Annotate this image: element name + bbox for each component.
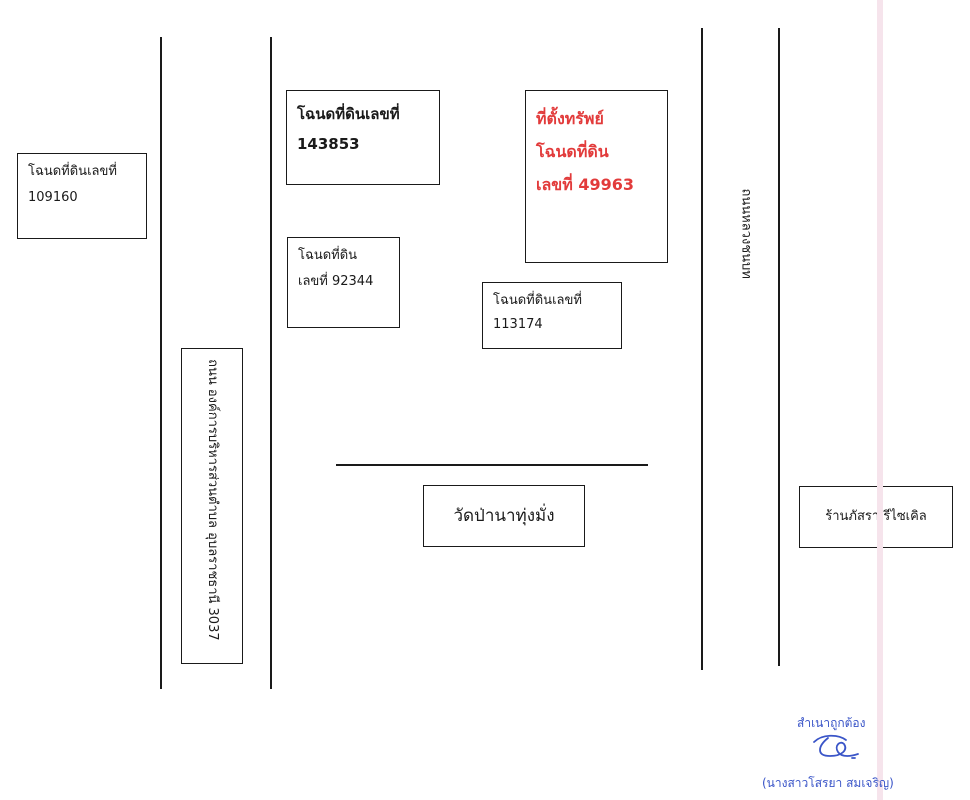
page-edge-mark [877,0,883,800]
plot-109160-number: 109160 [28,190,78,206]
right-road-edge-west [701,28,703,670]
certification-label: สำเนาถูกต้อง [797,716,866,730]
left-road-edge-east [270,37,272,689]
plot-143853-box: โฉนดที่ดินเลขที่ 143853 [286,90,440,185]
plot-113174-box: โฉนดที่ดินเลขที่ 113174 [482,282,622,349]
temple-label: วัดป่านาทุ่งมั่ง [453,505,555,526]
plot-92344-label: โฉนดที่ดิน [298,248,358,263]
plot-113174-label: โฉนดที่ดินเลขที่ [493,293,582,308]
left-road-label-box: ถนน องค์การบริหารส่วนตำบล อุบลราชธานี 30… [181,348,243,664]
plot-109160-box: โฉนดที่ดินเลขที่ 109160 [17,153,147,239]
signature-mark [813,734,859,759]
plot-92344-number: เลขที่ 92344 [298,274,374,290]
subject-property-number: เลขที่ 49963 [536,174,634,194]
plot-92344-box: โฉนดที่ดิน เลขที่ 92344 [287,237,400,328]
temple-boundary-line [336,464,648,466]
certifier-name: (นางสาวโสรยา สมเจริญ) [762,776,894,790]
right-road-label: ถนนหลวงชนบท [738,188,754,279]
plot-109160-label: โฉนดที่ดินเลขที่ [28,164,117,179]
plot-113174-number: 113174 [493,317,543,333]
shop-label: ร้านภัสรา รีไซเคิล [825,508,927,524]
right-road-edge-east [778,28,780,666]
subject-property-box: ที่ตั้งทรัพย์ โฉนดที่ดิน เลขที่ 49963 [525,90,668,263]
plot-143853-number: 143853 [297,135,360,153]
left-road-edge-west [160,37,162,689]
subject-property-label: โฉนดที่ดิน [536,141,609,161]
temple-box: วัดป่านาทุ่งมั่ง [423,485,585,547]
left-road-label: ถนน องค์การบริหารส่วนตำบล อุบลราชธานี 30… [205,359,221,641]
plot-143853-label: โฉนดที่ดินเลขที่ [297,105,400,123]
shop-box: ร้านภัสรา รีไซเคิล [799,486,953,548]
subject-property-title: ที่ตั้งทรัพย์ [536,109,604,128]
